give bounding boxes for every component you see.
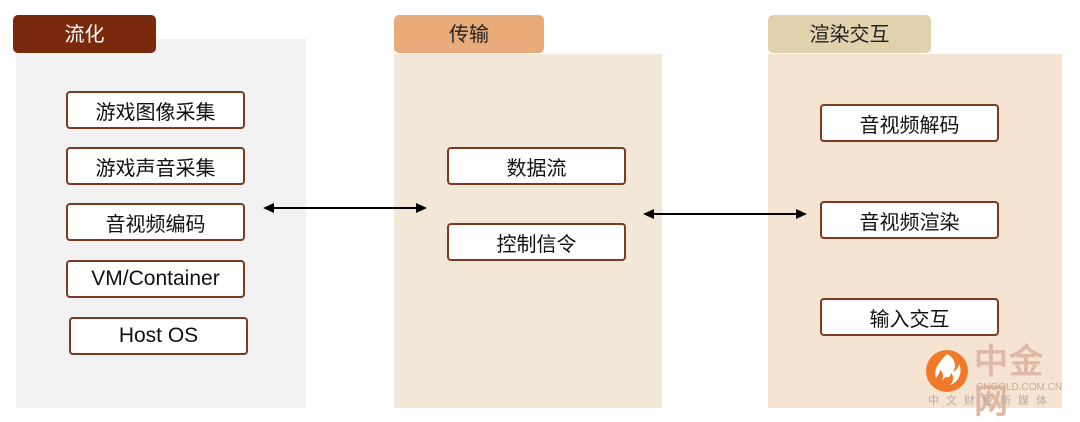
control-signaling-box: 控制信令 [447,223,626,261]
arrow-transport-render [643,209,807,219]
arrow-streaming-transport [263,203,427,213]
data-stream-box: 数据流 [447,147,626,185]
streaming-header: 流化 [13,15,156,53]
watermark-tagline: 中文财经新媒体 [928,394,1054,407]
av-rendering-box: 音视频渲染 [820,201,999,239]
cngold-logo-icon [926,350,968,392]
input-interaction-box: 输入交互 [820,298,999,336]
cngold-watermark: 中金网 CNGOLD.COM.CN 中文财经新媒体 [924,342,1070,422]
game-image-capture-box: 游戏图像采集 [66,91,245,129]
av-decoding-box: 音视频解码 [820,104,999,142]
vm-container-box: VM/Container [66,260,245,298]
game-audio-capture-box: 游戏声音采集 [66,147,245,185]
host-os-box: Host OS [69,317,248,355]
render-interaction-header: 渲染交互 [768,15,931,53]
watermark-name: 中金网 [974,342,1044,422]
transport-header: 传输 [394,15,544,53]
watermark-url: CNGOLD.COM.CN [976,382,1063,393]
av-encoding-box: 音视频编码 [66,203,245,241]
